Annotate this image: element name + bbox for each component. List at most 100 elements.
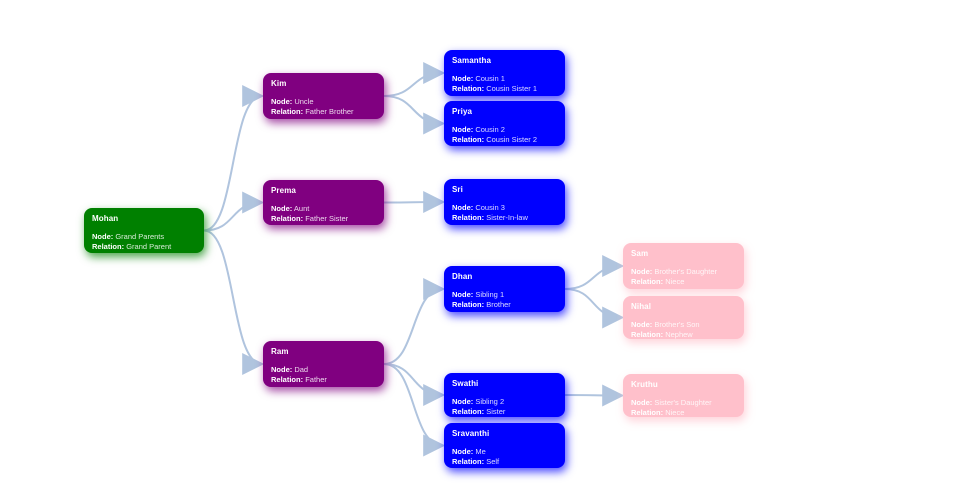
node-field-relation: Relation: Sister [452,407,557,417]
node-field-relation: Relation: Niece [631,408,736,417]
node-field-relation: Relation: Self [452,457,557,467]
node-field-label: Node: [452,125,474,134]
node-field-relation: Relation: Nephew [631,330,736,339]
node-title: Prema [271,186,296,195]
relation-field-label: Relation: [452,84,485,93]
relation-field-value: Niece [665,277,685,286]
flow-node-priya[interactable]: Priya Node: Cousin 2 Relation: Cousin Si… [444,101,565,146]
node-field-value: Brother's Daughter [654,267,718,276]
node-field-value: Aunt [293,204,310,213]
flow-node-kim[interactable]: Kim Node: Uncle Relation: Father Brother [263,73,384,119]
node-field-value: Brother's Son [654,320,700,329]
node-title: Swathi [452,379,479,388]
node-field-value: Uncle [294,97,314,106]
node-title: Dhan [452,272,473,281]
node-field-node: Node: Aunt [271,204,376,214]
edge-dhan-to-nihal [564,288,625,329]
edge-mohan-to-prema [203,191,265,232]
edge-mohan-to-ram [203,229,265,375]
relation-field-value: Niece [665,408,685,417]
node-field-node: Node: Cousin 3 [452,203,557,213]
edge-group [203,62,625,457]
flow-node-samantha[interactable]: Samantha Node: Cousin 1 Relation: Cousin… [444,50,565,96]
edge-ram-to-sravanthi [383,363,446,457]
relation-field-value: Father Sister [305,214,349,223]
node-field-node: Node: Brother's Daughter [631,267,736,277]
relation-field-label: Relation: [271,214,304,223]
node-field-node: Node: Brother's Son [631,320,736,330]
relation-field-value: Sister-In-law [486,213,528,222]
relation-field-label: Relation: [452,135,485,144]
node-field-label: Node: [452,74,474,83]
node-field-relation: Relation: Father Sister [271,214,376,224]
flow-node-sam[interactable]: Sam Node: Brother's Daughter Relation: N… [623,243,744,289]
node-field-relation: Relation: Cousin Sister 1 [452,84,557,94]
node-title: Sam [631,249,649,258]
node-field-label: Node: [452,203,474,212]
relation-field-value: Nephew [665,330,693,339]
node-title: Kim [271,79,287,88]
node-field-value: Dad [294,365,309,374]
node-field-value: Cousin 3 [475,203,505,212]
relation-field-label: Relation: [452,213,485,222]
node-field-relation: Relation: Niece [631,277,736,287]
relation-field-value: Father Brother [305,107,354,116]
node-field-label: Node: [271,365,293,374]
node-field-label: Node: [452,447,474,456]
relation-field-value: Cousin Sister 1 [486,84,538,93]
edge-dhan-to-sam [564,255,625,290]
node-field-node: Node: Sibling 2 [452,397,557,407]
node-field-value: Grand Parents [115,232,165,241]
node-field-value: Cousin 2 [475,125,505,134]
node-field-node: Node: Uncle [271,97,376,107]
node-field-relation: Relation: Sister-In-law [452,213,557,223]
relation-field-value: Self [486,457,500,466]
node-title: Ram [271,347,289,356]
edge-kim-to-samantha [383,62,446,97]
node-title: Kruthu [631,380,658,389]
flow-node-mohan[interactable]: Mohan Node: Grand Parents Relation: Gran… [84,208,204,253]
edge-kim-to-priya [383,95,446,135]
node-field-label: Node: [452,397,474,406]
flow-node-nihal[interactable]: Nihal Node: Brother's Son Relation: Neph… [623,296,744,339]
flow-node-sravanthi[interactable]: Sravanthi Node: Me Relation: Self [444,423,565,468]
node-field-value: Cousin 1 [475,74,505,83]
relation-field-value: Grand Parent [126,242,172,251]
edge-prema-to-sri [383,191,446,214]
flow-node-dhan[interactable]: Dhan Node: Sibling 1 Relation: Brother [444,266,565,312]
node-field-node: Node: Cousin 2 [452,125,557,135]
node-title: Samantha [452,56,492,65]
node-field-relation: Relation: Father Brother [271,107,376,117]
node-field-label: Node: [271,204,293,213]
flow-node-kruthu[interactable]: Kruthu Node: Sister's Daughter Relation:… [623,374,744,417]
relation-field-label: Relation: [631,277,664,286]
node-field-relation: Relation: Grand Parent [92,242,196,252]
node-field-label: Node: [631,398,653,407]
node-field-node: Node: Me [452,447,557,457]
node-title: Priya [452,107,473,116]
node-field-node: Node: Dad [271,365,376,375]
flow-node-sri[interactable]: Sri Node: Cousin 3 Relation: Sister-In-l… [444,179,565,225]
relation-field-value: Sister [486,407,506,416]
relation-field-label: Relation: [271,107,304,116]
node-field-relation: Relation: Cousin Sister 2 [452,135,557,145]
edge-ram-to-swathi [383,363,446,406]
node-title: Mohan [92,214,119,223]
node-field-label: Node: [92,232,114,241]
node-field-value: Me [475,447,486,456]
flow-node-swathi[interactable]: Swathi Node: Sibling 2 Relation: Sister [444,373,565,417]
node-title: Sri [452,185,463,194]
relation-field-label: Relation: [271,375,304,384]
node-field-node: Node: Sibling 1 [452,290,557,300]
flow-node-ram[interactable]: Ram Node: Dad Relation: Father [263,341,384,387]
node-title: Sravanthi [452,429,490,438]
node-field-node: Node: Cousin 1 [452,74,557,84]
relation-field-label: Relation: [452,457,485,466]
flow-node-prema[interactable]: Prema Node: Aunt Relation: Father Sister [263,180,384,225]
relation-field-value: Cousin Sister 2 [486,135,538,144]
relation-field-label: Relation: [92,242,125,251]
relation-field-value: Brother [486,300,511,309]
relation-field-label: Relation: [452,407,485,416]
